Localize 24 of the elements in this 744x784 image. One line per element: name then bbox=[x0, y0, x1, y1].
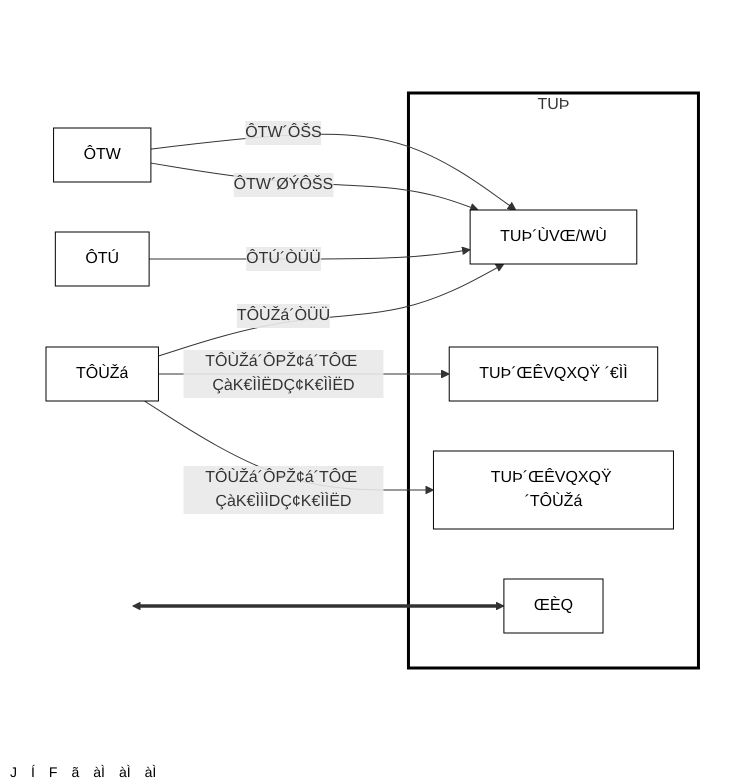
edge-label: ÔTÚ´ÒÜÜ bbox=[246, 250, 321, 266]
node-box: ÔTW bbox=[52, 127, 152, 182]
node-box: ŒÈQ bbox=[503, 578, 604, 633]
node-box: ÔTÚ bbox=[54, 231, 150, 286]
node-box: TÔÙŽá bbox=[45, 346, 159, 401]
node-box: TUÞ´ÙVŒ/WÙ bbox=[469, 209, 638, 264]
edge-label: TÔÙŽá´ÔPŽ¢á´TÔŒ ÇàK€ÌÌËDÇ¢K€ÌÌËD bbox=[204, 352, 357, 394]
bus-width-label: J bbox=[10, 764, 17, 780]
edge-label: ÔTW´ÔŠS bbox=[245, 124, 322, 140]
arrow bbox=[150, 133, 516, 210]
arrow bbox=[158, 263, 504, 356]
node-box: TUÞ´ŒÊVQXQŸ ´€ÌÌ bbox=[448, 346, 658, 401]
bus-width-label: àÌ bbox=[93, 764, 105, 780]
bus-width-label: ã bbox=[71, 764, 80, 780]
edge-label: TÔÙŽá´ÔPŽ¢á´TÔŒ ÇàK€ÌÌÌDÇ¢K€ÌÌËD bbox=[204, 468, 357, 510]
node-box: TUÞ´ŒÊVQXQŸ ´TÔÙŽá bbox=[432, 450, 674, 529]
bus-width-label: àÌ bbox=[144, 764, 156, 780]
bus-width-label: F bbox=[48, 764, 58, 780]
edge-label: TÔÙŽá´ÒÜÜ bbox=[236, 306, 330, 324]
arrow bbox=[150, 162, 478, 211]
edge-label: ÔTW´ØÝÔŠS bbox=[233, 176, 333, 192]
bus-width-label: àÌ bbox=[118, 764, 131, 780]
arrow bbox=[132, 601, 504, 610]
bus-width-label: Í bbox=[31, 764, 35, 780]
